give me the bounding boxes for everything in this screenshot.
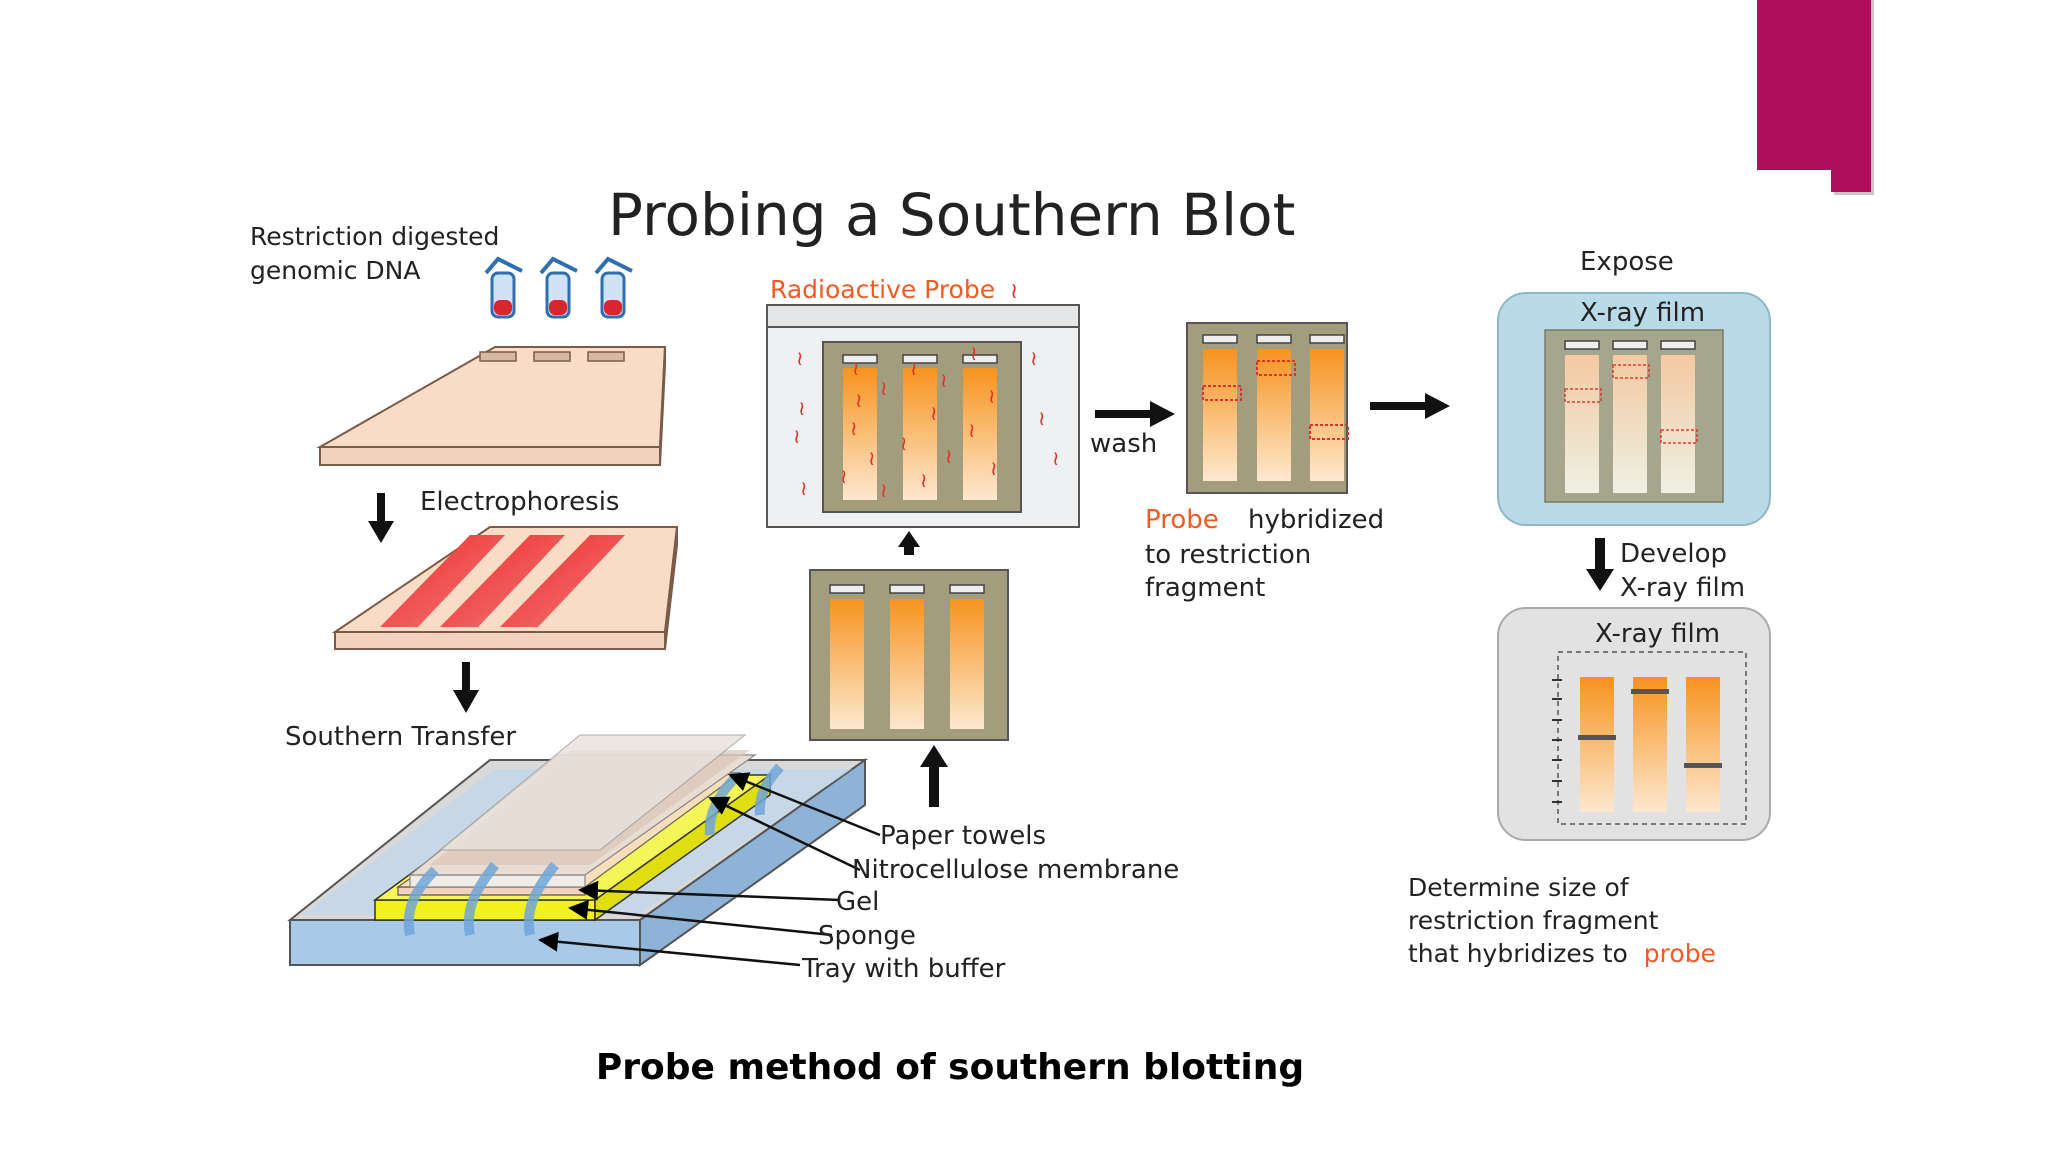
expose-label: Expose	[1580, 247, 1674, 277]
svg-text:≀: ≀	[920, 468, 928, 492]
southern-transfer-label: Southern Transfer	[285, 722, 516, 752]
determine-probe-word: probe	[1644, 939, 1716, 968]
tube-icon	[484, 256, 523, 319]
electrophoresis-label: Electrophoresis	[420, 487, 619, 517]
probe-squiggle-icon: ≀	[1010, 279, 1018, 304]
wash-label: wash	[1090, 429, 1157, 459]
svg-text:≀: ≀	[1052, 446, 1060, 470]
arrow-up-icon	[920, 745, 948, 807]
probe-bag: ≀≀≀ ≀≀≀ ≀≀≀ ≀≀≀ ≀≀≀ ≀≀≀ ≀≀≀ ≀≀≀	[766, 304, 1080, 528]
develop-label-2: X-ray film	[1620, 573, 1745, 603]
svg-text:≀: ≀	[968, 418, 976, 442]
svg-text:≀: ≀	[840, 464, 848, 488]
xray-film-label-bottom: X-ray film	[1595, 619, 1720, 649]
svg-text:≀: ≀	[798, 396, 806, 420]
sample-tubes	[484, 256, 633, 319]
hybridized-membrane	[1186, 322, 1349, 494]
probe-molecules-icon: ≀≀≀ ≀≀≀ ≀≀≀ ≀≀≀ ≀≀≀ ≀≀≀ ≀≀≀ ≀≀≀	[793, 341, 1060, 502]
svg-text:≀: ≀	[970, 341, 978, 365]
svg-text:≀: ≀	[850, 416, 858, 440]
svg-text:that hybridizes to probe: that hybridizes to probe	[1408, 939, 1716, 968]
develop-label-1: Develop	[1620, 539, 1727, 569]
hybridized-label-2: to restriction	[1145, 540, 1311, 570]
svg-text:≀: ≀	[940, 368, 948, 392]
pointer-lines	[538, 772, 881, 967]
svg-text:≀: ≀	[796, 346, 804, 370]
paper-towels-label: Paper towels	[880, 821, 1046, 851]
southern-blot-figure: Probing a Southern Blot Restriction dige…	[250, 181, 1771, 984]
arrow-right-icon	[1370, 393, 1450, 419]
svg-text:≀: ≀	[988, 384, 996, 408]
arrow-down-icon	[368, 493, 394, 543]
gel-label: Gel	[836, 887, 879, 917]
agarose-gel	[316, 346, 667, 466]
determine-label-1: Determine size of	[1408, 873, 1630, 902]
svg-text:≀: ≀	[1030, 346, 1038, 370]
arrow-up-icon	[898, 531, 920, 555]
membrane	[809, 569, 1009, 741]
tube-icon	[594, 256, 633, 319]
svg-text:≀: ≀	[852, 356, 860, 380]
svg-text:≀: ≀	[880, 478, 888, 502]
arrow-down-icon	[453, 662, 479, 713]
svg-text:≀: ≀	[900, 431, 908, 455]
electrophoresis-gel	[331, 526, 679, 650]
svg-text:≀: ≀	[880, 376, 888, 400]
nitrocellulose-label: Nitrocellulose membrane	[852, 855, 1179, 885]
svg-text:≀: ≀	[945, 444, 953, 468]
xray-film-label-top: X-ray film	[1580, 298, 1705, 328]
tube-icon	[539, 256, 578, 319]
size-ladder	[1552, 679, 1562, 803]
exposure-cassette	[1497, 292, 1771, 526]
svg-text:≀: ≀	[800, 476, 808, 500]
determine-label-3: that hybridizes to	[1408, 939, 1628, 968]
diagram-title: Probing a Southern Blot	[608, 181, 1295, 249]
tray-label: Tray with buffer	[801, 954, 1006, 984]
hybridized-probe-word: Probe	[1145, 505, 1219, 535]
svg-text:≀: ≀	[1038, 406, 1046, 430]
hybridized-label-1: hybridized	[1248, 505, 1384, 535]
arrow-down-icon	[1586, 538, 1614, 591]
sponge-label: Sponge	[818, 921, 916, 951]
svg-text:≀: ≀	[855, 388, 863, 412]
arrow-right-icon	[1095, 401, 1175, 427]
hybridized-label-3: fragment	[1145, 573, 1265, 603]
restriction-label-2: genomic DNA	[250, 256, 420, 285]
restriction-label-1: Restriction digested	[250, 222, 499, 251]
svg-text:≀: ≀	[910, 356, 918, 380]
accent-bar-tail	[1831, 170, 1871, 192]
svg-text:≀: ≀	[930, 401, 938, 425]
accent-bar	[1757, 0, 1871, 170]
slide-caption: Probe method of southern blotting	[595, 1047, 1305, 1088]
radioactive-probe-label: Radioactive Probe	[770, 275, 995, 304]
svg-text:≀: ≀	[868, 446, 876, 470]
determine-label-2: restriction fragment	[1408, 906, 1659, 935]
svg-text:≀: ≀	[793, 424, 801, 448]
developed-film	[1497, 607, 1771, 841]
svg-text:≀: ≀	[990, 456, 998, 480]
